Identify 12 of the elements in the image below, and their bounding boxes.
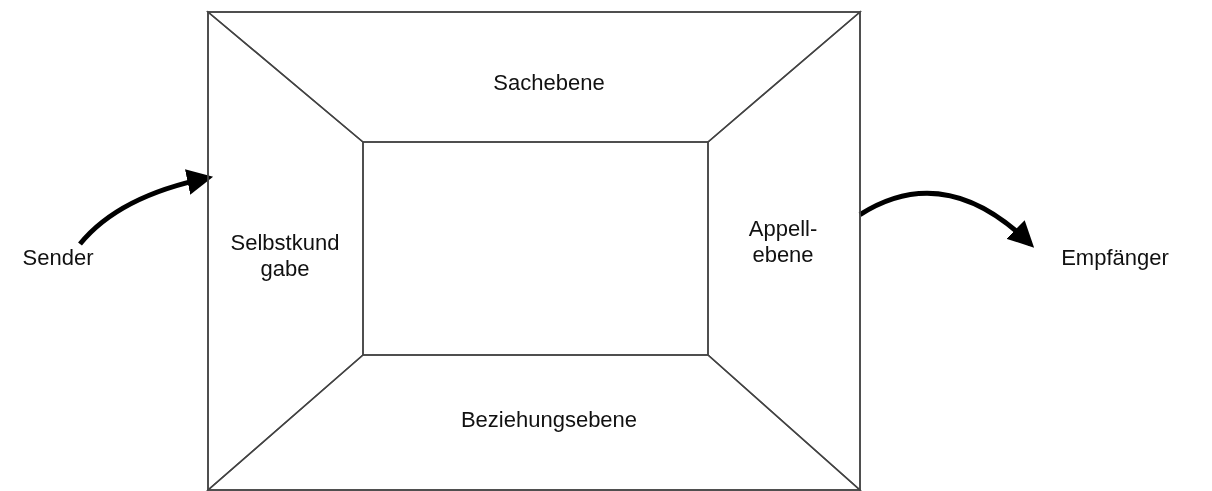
bottom-trapezoid — [208, 355, 860, 490]
curved-arrow — [78, 169, 214, 246]
node-label: Sender — [21, 245, 95, 271]
inner-rectangle — [363, 142, 708, 355]
right-trapezoid — [708, 12, 860, 490]
curved-arrow — [858, 190, 1035, 248]
panel-label: Beziehungsebene — [459, 407, 639, 433]
panel-label: Appell- ebene — [747, 216, 819, 268]
panel-label: Selbstkund gabe — [229, 230, 341, 282]
node-label: Empfänger — [1060, 245, 1170, 271]
panel-label: Sachebene — [492, 70, 606, 96]
left-trapezoid — [208, 12, 363, 490]
